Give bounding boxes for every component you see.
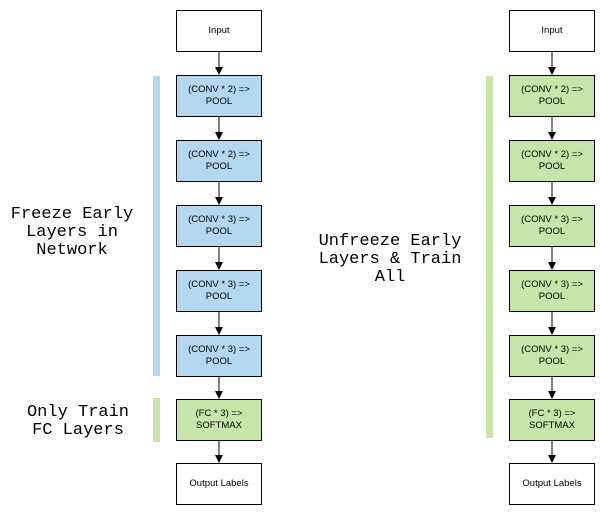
- left-conv-block-3: (CONV * 3) => POOL: [176, 205, 262, 247]
- trainable-all-bar: [486, 76, 493, 438]
- left-fc-softmax-node: (FC * 3) => SOFTMAX: [176, 399, 262, 441]
- left-conv-block-5: (CONV * 3) => POOL: [176, 335, 262, 377]
- left-conv-block-2: (CONV * 2) => POOL: [176, 140, 262, 182]
- trainable-fc-bar: [153, 398, 160, 442]
- right-conv-block-4: (CONV * 3) => POOL: [509, 270, 595, 312]
- only-train-fc-caption: Only Train FC Layers: [26, 403, 130, 440]
- left-conv-block-1: (CONV * 2) => POOL: [176, 75, 262, 117]
- freeze-early-layers-caption: Freeze Early Layers in Network: [10, 205, 134, 260]
- left-input-node: Input: [176, 10, 262, 52]
- right-input-node: Input: [509, 10, 595, 52]
- unfreeze-early-layers-caption: Unfreeze Early Layers & Train All: [318, 232, 462, 287]
- right-output-labels-node: Output Labels: [509, 463, 595, 505]
- right-conv-block-2: (CONV * 2) => POOL: [509, 140, 595, 182]
- left-conv-block-4: (CONV * 3) => POOL: [176, 270, 262, 312]
- frozen-layers-bar: [153, 76, 160, 376]
- left-output-labels-node: Output Labels: [176, 463, 262, 505]
- right-conv-block-5: (CONV * 3) => POOL: [509, 335, 595, 377]
- right-fc-softmax-node: (FC * 3) => SOFTMAX: [509, 399, 595, 441]
- right-conv-block-3: (CONV * 3) => POOL: [509, 205, 595, 247]
- right-conv-block-1: (CONV * 2) => POOL: [509, 75, 595, 117]
